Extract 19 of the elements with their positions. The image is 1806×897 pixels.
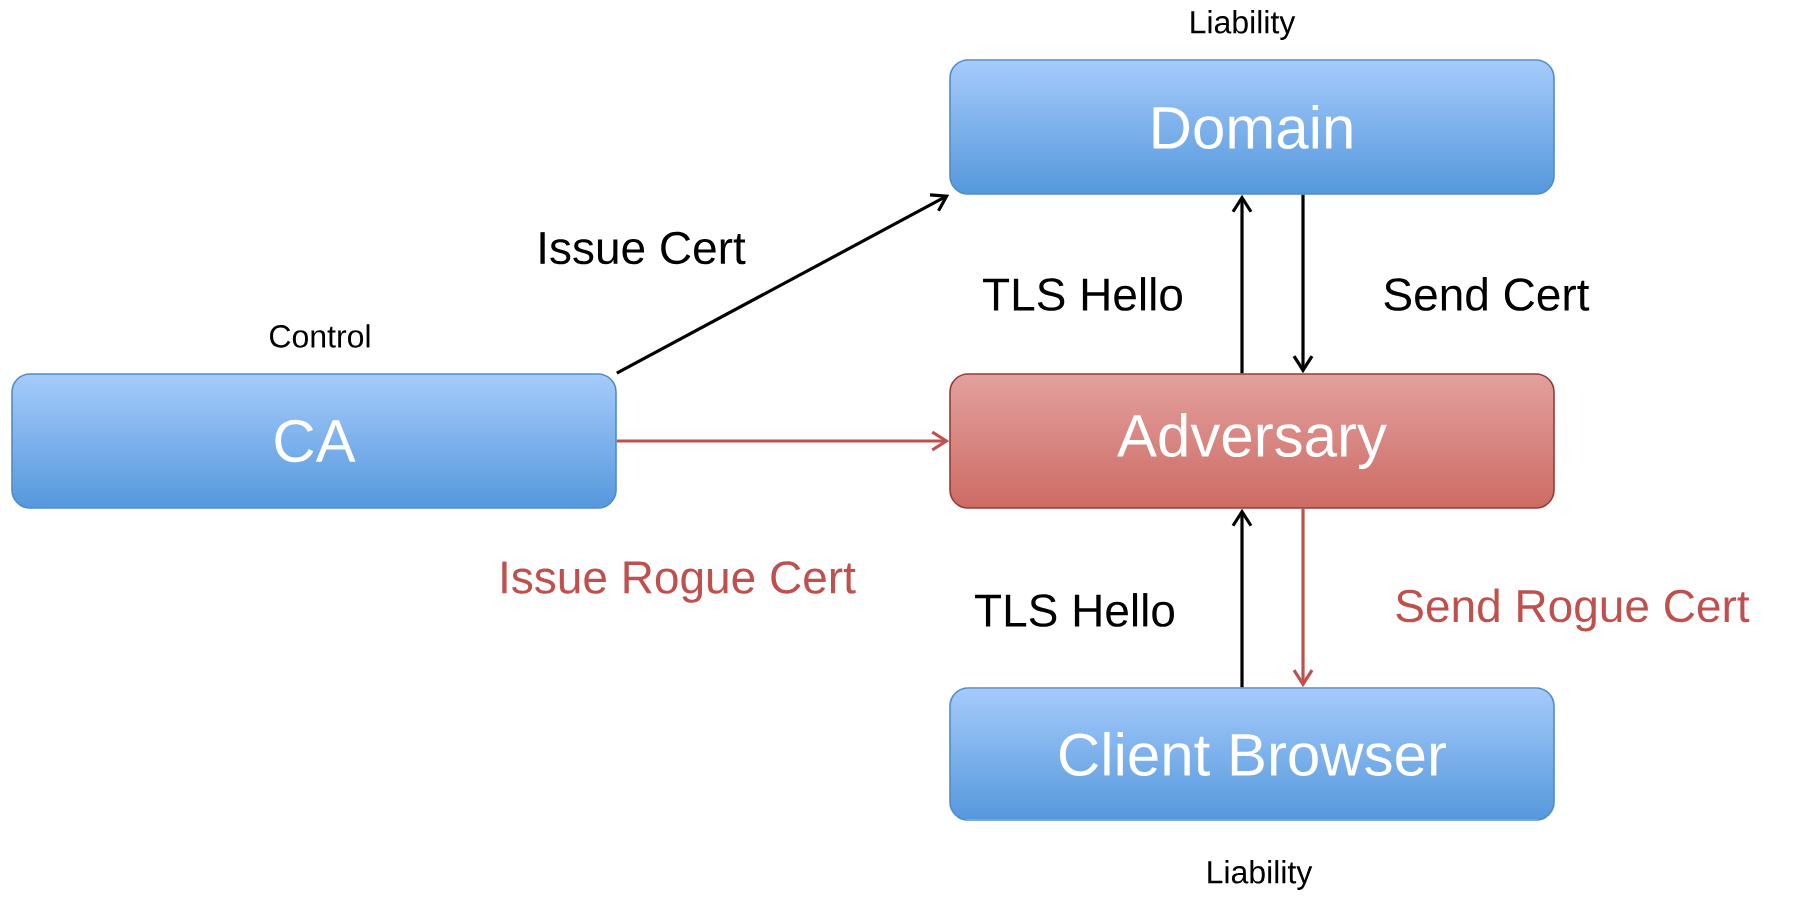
edge-label: Send Rogue Cert: [1392, 586, 1752, 634]
edge-label: Issue Cert: [534, 229, 748, 267]
process-box: Client Browser: [949, 687, 1555, 821]
arrow: [1231, 508, 1253, 688]
edge-label: TLS Hello: [980, 275, 1186, 313]
arrow: [1292, 508, 1314, 688]
edge-label: Send Cert: [1380, 275, 1592, 313]
side-label: Control: [270, 324, 370, 348]
arrow: [1292, 194, 1314, 374]
edge-label: Issue Rogue Cert: [496, 559, 858, 605]
process-box: CA: [11, 373, 617, 509]
side-label: Liability: [1208, 860, 1313, 890]
arrow: [616, 430, 950, 452]
process-box: Domain: [949, 59, 1555, 195]
arrow: [616, 193, 950, 375]
process-box: Adversary: [949, 373, 1555, 509]
edge-label: TLS Hello: [972, 591, 1178, 629]
arrow: [1231, 194, 1253, 374]
side-label: Liability: [1191, 10, 1296, 40]
